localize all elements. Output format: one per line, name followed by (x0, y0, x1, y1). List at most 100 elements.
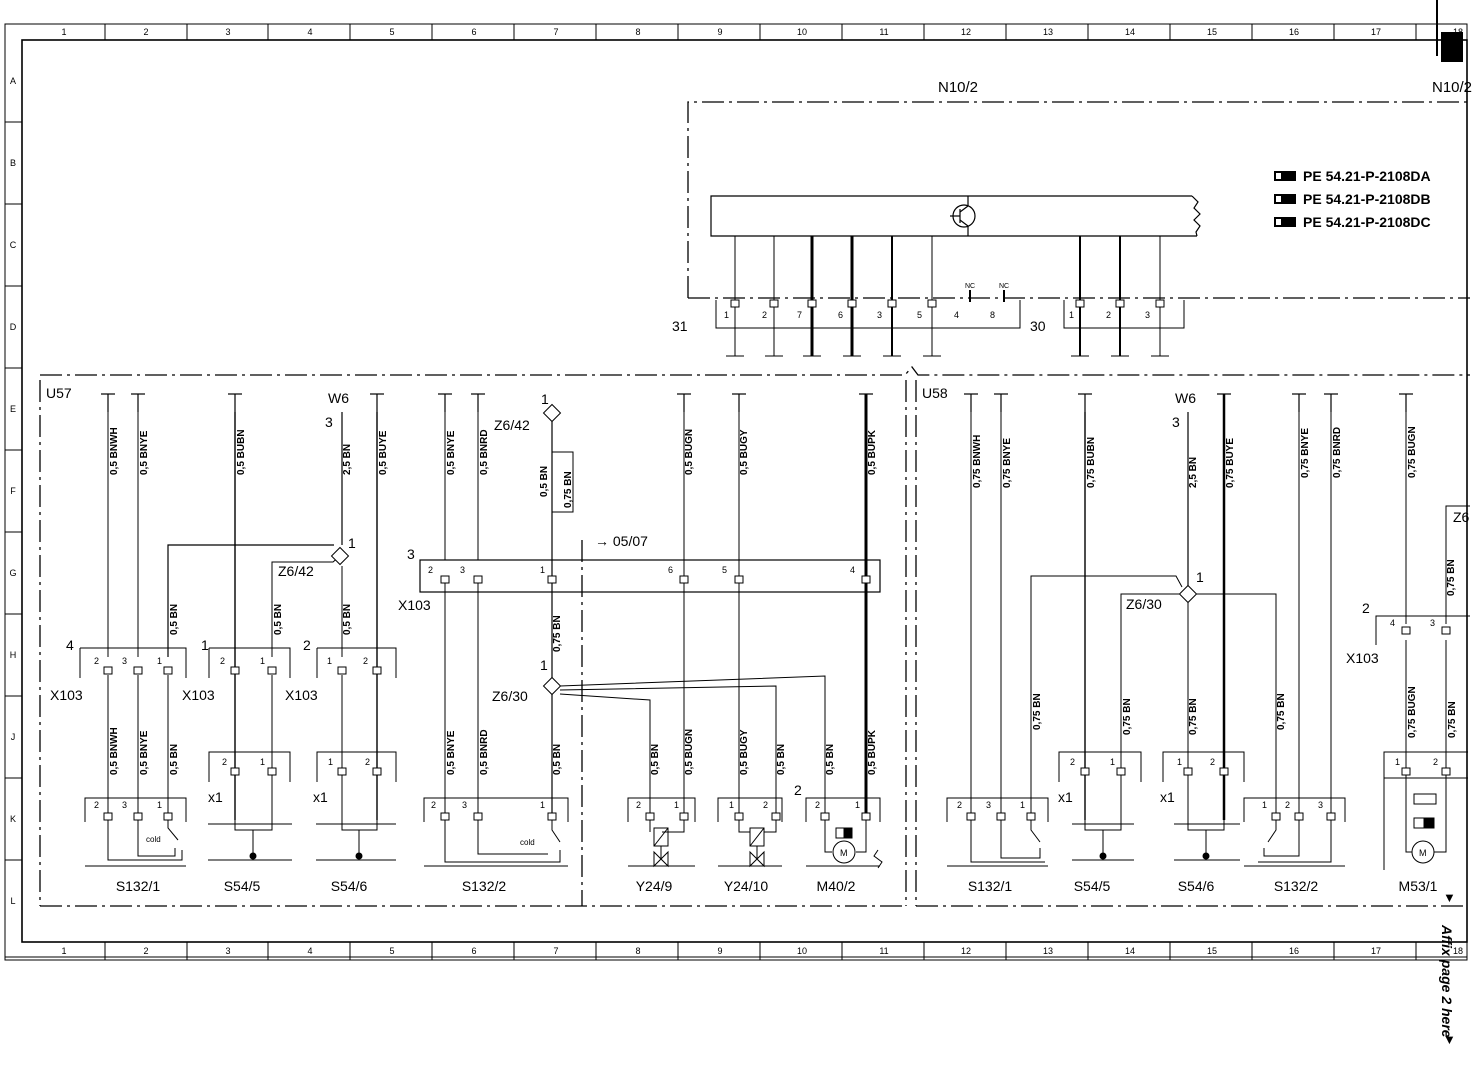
reference-link: PE 54.21-P-2108DC (1303, 214, 1431, 230)
wire-label: 0,5 BUGN (684, 729, 695, 775)
connector-x103-2: 2 X103 1 2 (285, 637, 397, 703)
wire-label: 0,5 BUGY (739, 729, 750, 775)
splice-z6-30: 1 Z6/30 (492, 657, 562, 704)
connector-number: 4 (66, 637, 74, 653)
wire-label: 0,75 BN (1446, 559, 1457, 596)
svg-text:cold: cold (146, 835, 161, 844)
row-label: B (10, 158, 16, 168)
connector-x103-4: 4 X103 2 3 1 (50, 637, 187, 703)
svg-text:M: M (840, 848, 848, 858)
svg-text:2: 2 (222, 757, 227, 767)
col-label: 1 (61, 27, 66, 37)
section-label: U58 (922, 385, 948, 401)
svg-text:3: 3 (462, 800, 467, 810)
wire-label: 0,5 BNYE (139, 730, 150, 775)
svg-text:1: 1 (855, 800, 860, 810)
wire-label: 0,75 BN (1276, 693, 1287, 730)
wire-label: 0,75 BN (1447, 701, 1458, 738)
svg-text:1: 1 (1177, 757, 1182, 767)
wire-label: 0,5 BN (776, 744, 787, 775)
svg-text:2: 2 (365, 757, 370, 767)
reference-list: PE 54.21-P-2108DA PE 54.21-P-2108DB PE 5… (1274, 168, 1431, 230)
row-label: F (10, 486, 16, 496)
wire-label: 0,75 BN (1122, 698, 1133, 735)
connector-x103-2-right: 2 X103 4 3 (1346, 600, 1470, 666)
wire-label: 0,75 BN (1032, 693, 1043, 730)
component-boxes (84, 797, 881, 867)
svg-text:1: 1 (540, 800, 545, 810)
component-label: S54/6 (1178, 878, 1215, 894)
svg-text:1: 1 (328, 757, 333, 767)
wire-label: 0,5 BNRD (479, 429, 490, 475)
reference-link: PE 54.21-P-2108DB (1303, 191, 1431, 207)
sensor-s54-6-right-symbol (1187, 820, 1225, 860)
motor-m40-2-symbol: M (824, 820, 883, 869)
svg-text:cold: cold (520, 838, 535, 847)
svg-text:3: 3 (122, 800, 127, 810)
col-label: 18 (1453, 27, 1463, 37)
component-label: S54/5 (224, 878, 261, 894)
col-label: 5 (389, 946, 394, 956)
svg-text:2: 2 (1433, 757, 1438, 767)
col-label: 12 (961, 27, 971, 37)
pin-label: 1 (1069, 310, 1074, 320)
col-label: 5 (389, 27, 394, 37)
connector-30: 30 1 2 3 (1030, 300, 1185, 334)
row-label: H (10, 650, 17, 660)
row-label: C (10, 240, 17, 250)
pin-label: 1 (157, 656, 162, 666)
splice-z6-42-upper: 1 Z6/42 (494, 391, 562, 433)
col-label: 17 (1371, 946, 1381, 956)
svg-text:2: 2 (763, 800, 768, 810)
row-label: D (10, 322, 17, 332)
wires (970, 394, 1470, 820)
col-label: 3 (225, 27, 230, 37)
splice-pin: 1 (540, 657, 548, 673)
splice-label: Z6/42 (494, 417, 530, 433)
svg-text:2: 2 (1210, 757, 1215, 767)
connector-x103-1: 1 X103 2 1 (182, 637, 291, 703)
pin-label: 1 (540, 565, 545, 575)
col-label: 14 (1125, 27, 1135, 37)
wire-label: 0,5 BNYE (446, 430, 457, 475)
col-label: 10 (797, 946, 807, 956)
svg-text:2: 2 (957, 800, 962, 810)
component-label: S132/2 (462, 878, 507, 894)
col-label: 1 (61, 946, 66, 956)
transistor-icon (950, 196, 976, 236)
switch-s132-1-symbol: cold (107, 820, 183, 861)
wire-label: 0,5 BNRD (479, 729, 490, 775)
nc-label: NC (965, 283, 975, 290)
pin-label: 3 (122, 656, 127, 666)
connector-x103-main: X103 3 2 3 1 6 5 4 → 05/07 (398, 533, 881, 613)
pin-label: 6 (668, 565, 673, 575)
pin-label: 3 (1145, 310, 1150, 320)
col-label: 8 (635, 27, 640, 37)
wire-label: 0,75 BNRD (1332, 427, 1343, 478)
connector-number: 3 (407, 546, 415, 562)
wire-label: 0,5 BN (539, 466, 550, 497)
svg-text:1: 1 (157, 800, 162, 810)
connector-label: x1 (208, 789, 223, 805)
frame-column-labels-bottom: 1 2 3 4 5 6 7 8 9 10 11 12 13 14 15 16 1… (61, 946, 1463, 956)
col-label: 15 (1207, 27, 1217, 37)
connector-label: X103 (182, 687, 215, 703)
component-label: S54/6 (331, 878, 368, 894)
switch-s132-1-right-symbol (970, 820, 1045, 863)
pin-label: 2 (363, 656, 368, 666)
col-label: 11 (879, 946, 888, 956)
wire-label: 2,5 BN (1188, 457, 1199, 488)
switch-s132-2-right-symbol (1258, 820, 1332, 863)
component-label: M40/2 (817, 878, 856, 894)
control-unit-label-right: N10/2 (1432, 79, 1472, 96)
pin-label: 6 (838, 310, 843, 320)
wire-labels-mid: 0,5 BN 0,5 BN 0,5 BN 0,75 BN (169, 604, 563, 652)
wire-label: 0,5 BUPK (867, 429, 878, 475)
hand-pointer-icon (1274, 194, 1296, 204)
col-label: 3 (225, 946, 230, 956)
reference-link: PE 54.21-P-2108DA (1303, 168, 1431, 184)
control-unit-n10-2: N10/2 N10/2 PE 54.21-P-2108DA PE 54.21-P… (672, 79, 1472, 357)
section-u57: U57 W6 3 (46, 385, 883, 894)
